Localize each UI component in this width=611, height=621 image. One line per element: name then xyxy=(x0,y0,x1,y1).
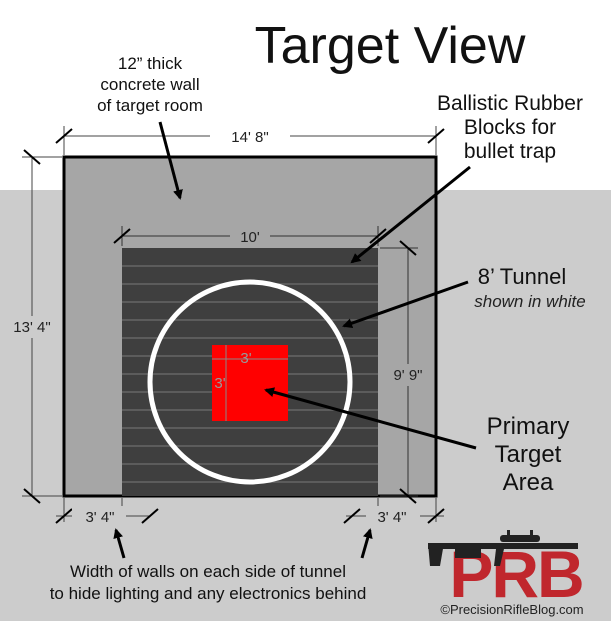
rifle-silhouette-icon xyxy=(428,530,578,566)
rubber-arrow xyxy=(350,165,471,264)
target-width-label: 3' xyxy=(240,350,251,367)
target-annotation: Primary Target Area xyxy=(487,413,570,496)
tunnel-arrow xyxy=(342,280,469,329)
wall-annotation: 12” thick concrete wall of target room xyxy=(97,54,203,115)
wall-label-line3: of target room xyxy=(97,96,203,115)
right-wall-arrow xyxy=(360,528,373,559)
bottom-caption-line1: Width of walls on each side of tunnel xyxy=(70,562,346,581)
target-label-line3: Area xyxy=(503,469,554,496)
trap-height-label: 9' 9" xyxy=(393,367,422,384)
rubber-label-line3: bullet trap xyxy=(464,140,556,163)
wall-label-line2: concrete wall xyxy=(100,75,199,94)
prb-logo: PRB xyxy=(428,530,585,611)
rubber-annotation: Ballistic Rubber Blocks for bullet trap xyxy=(437,92,583,163)
target-arrow xyxy=(264,387,477,450)
page-title: Target View xyxy=(255,17,526,75)
target-label-line1: Primary xyxy=(487,413,570,440)
copyright-text: ©PrecisionRifleBlog.com xyxy=(440,602,583,617)
bottom-caption-line2: to hide lighting and any electronics beh… xyxy=(50,584,367,603)
primary-target xyxy=(212,345,288,421)
target-height-label: 3' xyxy=(214,375,225,392)
right-wall-width-label: 3' 4" xyxy=(377,509,406,526)
rubber-label-line2: Blocks for xyxy=(464,116,556,139)
rubber-label-line1: Ballistic Rubber xyxy=(437,92,583,115)
tunnel-label: 8’ Tunnel xyxy=(478,264,566,289)
trap-width-label: 10' xyxy=(240,229,260,246)
target-label-line2: Target xyxy=(495,441,562,468)
room-width-label: 14' 8" xyxy=(231,129,268,146)
left-wall-arrow xyxy=(113,528,126,559)
left-wall-width-label: 3' 4" xyxy=(85,509,114,526)
wall-arrow xyxy=(158,121,183,200)
tunnel-sublabel: shown in white xyxy=(474,292,586,311)
room-height-label: 13' 4" xyxy=(13,319,50,336)
tunnel-circle xyxy=(147,279,353,485)
wall-label-line1: 12” thick xyxy=(118,54,183,73)
target-dimensions xyxy=(212,345,288,421)
